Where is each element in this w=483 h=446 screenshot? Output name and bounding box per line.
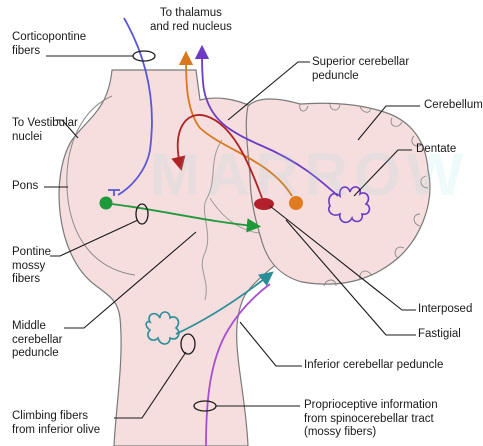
label-cerebellum: Cerebellum	[424, 99, 483, 113]
label-middle-peduncle: Middle cerebellar peduncle	[12, 320, 63, 361]
pontine-nucleus-dot	[100, 197, 113, 210]
label-dentate: Dentate	[416, 143, 456, 157]
label-climbing: Climbing fibers from inferior olive	[12, 410, 100, 437]
label-superior-peduncle: Superior cerebellar peduncle	[312, 56, 409, 83]
label-proprioceptive: Proprioceptive information from spinocer…	[304, 399, 438, 440]
label-fastigial: Fastigial	[418, 328, 461, 342]
label-pontine-mossy: Pontine mossy fibers	[12, 246, 51, 287]
label-pons: Pons	[12, 180, 38, 194]
label-thalamus: To thalamus and red nucleus	[150, 7, 232, 34]
label-corticopontine: Corticopontine fibers	[12, 31, 86, 58]
label-interposed: Interposed	[418, 303, 472, 317]
label-vestibular: To Vestibular nuclei	[12, 117, 78, 144]
label-inferior-peduncle: Inferior cerebellar peduncle	[304, 359, 443, 373]
corticopontine-marker	[133, 51, 155, 61]
